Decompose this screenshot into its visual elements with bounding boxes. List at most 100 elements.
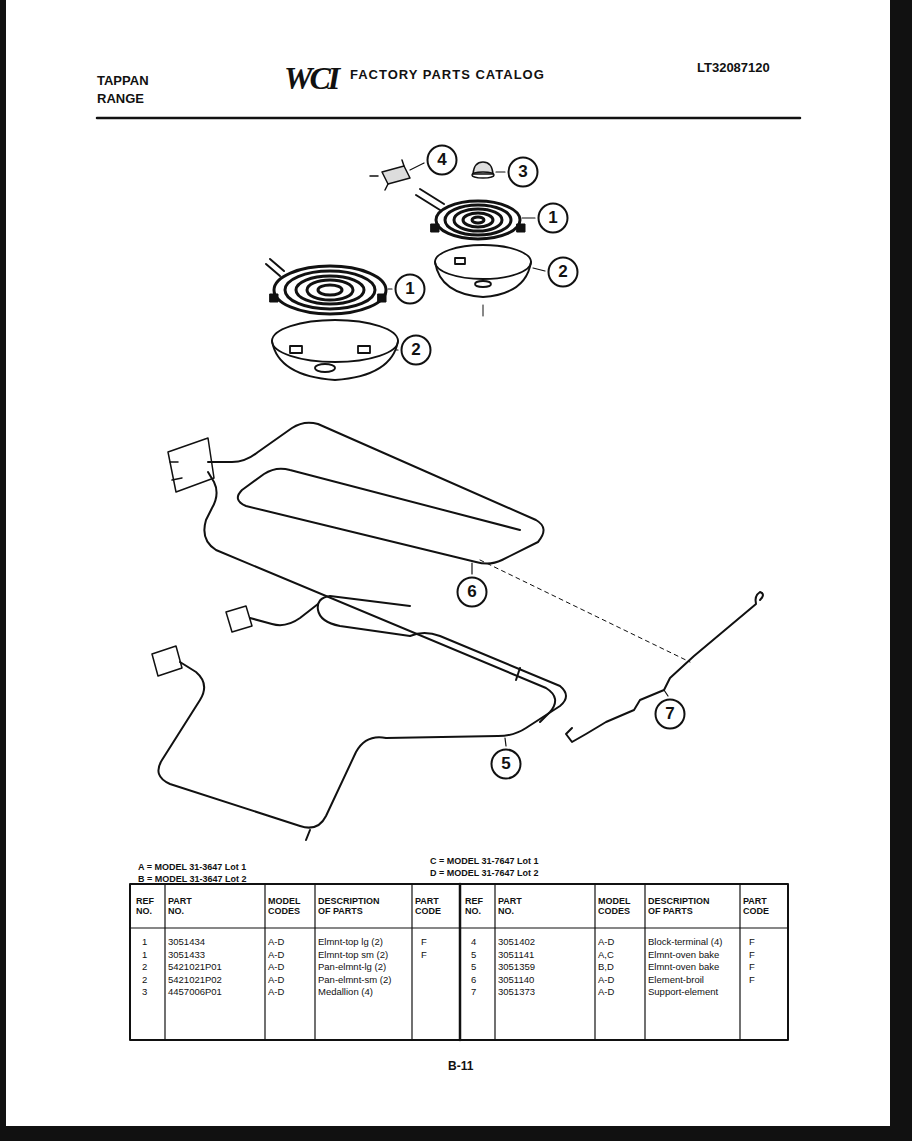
part-number: 3051141: [498, 950, 534, 961]
part-number: 4457006P01: [168, 987, 222, 998]
callout-circle: 6: [456, 576, 488, 608]
ref-number: 2: [142, 962, 147, 973]
table-header: REF NO.: [136, 897, 164, 917]
part-description: Pan-elmnt-sm (2): [318, 975, 391, 986]
table-header: MODEL CODES: [598, 897, 642, 917]
leader-line: [388, 163, 668, 746]
model-code: A-D: [268, 975, 284, 986]
part-code: F: [749, 975, 755, 986]
model-code: B,D: [598, 962, 614, 973]
catalog-title: FACTORY PARTS CATALOG: [350, 68, 545, 83]
callout-circle: 4: [426, 144, 458, 176]
model-code: A-D: [598, 937, 614, 948]
part-description: Elmnt-top lg (2): [318, 937, 383, 948]
drip-pan-small: [435, 245, 531, 316]
callout-number: 6: [456, 582, 488, 602]
model-key: B = MODEL 31-3647 Lot 2: [138, 874, 247, 884]
model-code: A-D: [268, 962, 284, 973]
callout-circle: 7: [654, 698, 686, 730]
model-key: C = MODEL 31-7647 Lot 1: [430, 856, 539, 866]
table-header: PART NO.: [168, 897, 202, 917]
broil-element: [168, 423, 555, 722]
ref-number: 2: [142, 975, 147, 986]
brand-logo: WCI: [284, 60, 337, 97]
page-number: B-11: [448, 1060, 473, 1074]
table-header: MODEL CODES: [268, 897, 312, 917]
ref-number: 5: [471, 950, 476, 961]
ref-number: 1: [142, 950, 147, 961]
scan-edge: [0, 1126, 912, 1141]
part-description: Pan-elmnt-lg (2): [318, 962, 386, 973]
ref-number: 6: [471, 975, 476, 986]
table-header: PART CODE: [415, 897, 449, 917]
part-description: Element-broil: [648, 975, 704, 986]
part-number: 3051359: [498, 962, 535, 973]
ref-number: 4: [471, 937, 476, 948]
surface-element-large: [266, 259, 386, 314]
callout-number: 2: [547, 262, 579, 282]
terminal-block: [370, 160, 410, 190]
part-number: 3051434: [168, 937, 205, 948]
callout-number: 1: [394, 279, 426, 299]
model-code: A-D: [598, 975, 614, 986]
ref-number: 1: [142, 937, 147, 948]
model-code: A-D: [598, 987, 614, 998]
part-code: F: [421, 950, 427, 961]
part-number: 5421021P02: [168, 975, 222, 986]
scan-edge: [890, 0, 912, 1141]
part-code: F: [421, 937, 427, 948]
drip-pan-large: [272, 320, 398, 380]
callout-circle: 1: [537, 202, 569, 234]
part-number: 3051140: [498, 975, 534, 986]
callout-circle: 5: [490, 748, 522, 780]
callout-number: 7: [654, 704, 686, 724]
parts-table-frame: [130, 884, 788, 1040]
table-header: PART CODE: [743, 897, 777, 917]
catalog-number: LT32087120: [697, 61, 770, 76]
callout-circle: 3: [507, 156, 539, 188]
part-description: Medallion (4): [318, 987, 373, 998]
model-code: A-D: [268, 950, 284, 961]
part-number: 5421021P01: [168, 962, 222, 973]
header-rule: [97, 117, 800, 120]
part-number: 3051402: [498, 937, 535, 948]
model-code: A,C: [598, 950, 614, 961]
part-description: Block-terminal (4): [648, 937, 722, 948]
part-description: Elmnt-top sm (2): [318, 950, 388, 961]
scan-edge: [0, 0, 6, 1141]
callout-circle: 2: [400, 334, 432, 366]
ref-number: 7: [471, 987, 476, 998]
callout-number: 3: [507, 162, 539, 182]
element-support: [480, 560, 763, 742]
medallion: [472, 162, 494, 178]
ref-number: 3: [142, 987, 147, 998]
table-header: REF NO.: [465, 897, 493, 917]
model-key: D = MODEL 31-7647 Lot 2: [430, 868, 539, 878]
part-number: 3051373: [498, 987, 535, 998]
ref-number: 5: [471, 962, 476, 973]
part-code: F: [749, 950, 755, 961]
part-code: F: [749, 937, 755, 948]
bake-element: [152, 596, 566, 840]
model-key: A = MODEL 31-3647 Lot 1: [138, 862, 246, 872]
model-code: A-D: [268, 937, 284, 948]
callout-number: 5: [490, 754, 522, 774]
model-code: A-D: [268, 987, 284, 998]
table-header: DESCRIPTION OF PARTS: [318, 897, 392, 917]
part-description: Support-element: [648, 987, 718, 998]
callout-number: 1: [537, 208, 569, 228]
surface-element-small: [416, 189, 525, 239]
callout-number: 2: [400, 340, 432, 360]
part-number: 3051433: [168, 950, 205, 961]
part-description: Elmnt-oven bake: [648, 950, 719, 961]
table-header: DESCRIPTION OF PARTS: [648, 897, 722, 917]
callout-number: 4: [426, 150, 458, 170]
product-name: TAPPAN RANGE: [97, 72, 157, 107]
callout-circle: 1: [394, 273, 426, 305]
table-header: PART NO.: [498, 897, 532, 917]
part-description: Elmnt-oven bake: [648, 962, 719, 973]
callout-circle: 2: [547, 256, 579, 288]
part-code: F: [749, 962, 755, 973]
